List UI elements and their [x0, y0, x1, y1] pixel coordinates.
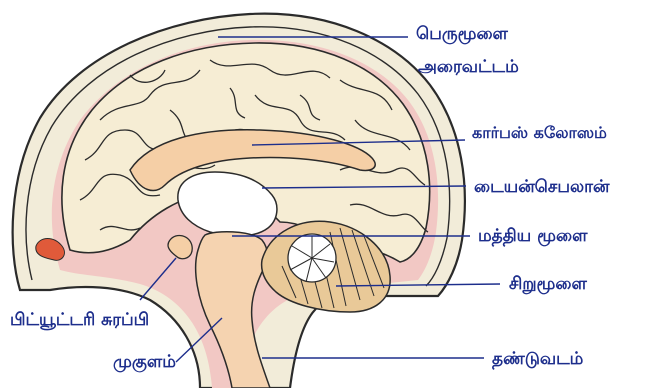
label-cerebellum: சிறுமூளை: [509, 274, 587, 294]
label-cerebrum-line2: அரைவட்டம்: [418, 57, 519, 77]
label-medulla: முகுளம்: [113, 352, 176, 372]
label-cerebrum-line1: பெருமூளை: [416, 24, 508, 44]
label-spinal-cord: தண்டுவடம்: [492, 349, 583, 369]
label-pituitary: பிட்யூட்டரி சுரப்பி: [10, 310, 149, 330]
label-diencephalon: டையன்செபலான்: [474, 177, 609, 197]
label-corpus-callosum: கார்பஸ் கலோஸம்: [472, 123, 607, 143]
label-midbrain: மத்திய மூளை: [478, 226, 587, 246]
